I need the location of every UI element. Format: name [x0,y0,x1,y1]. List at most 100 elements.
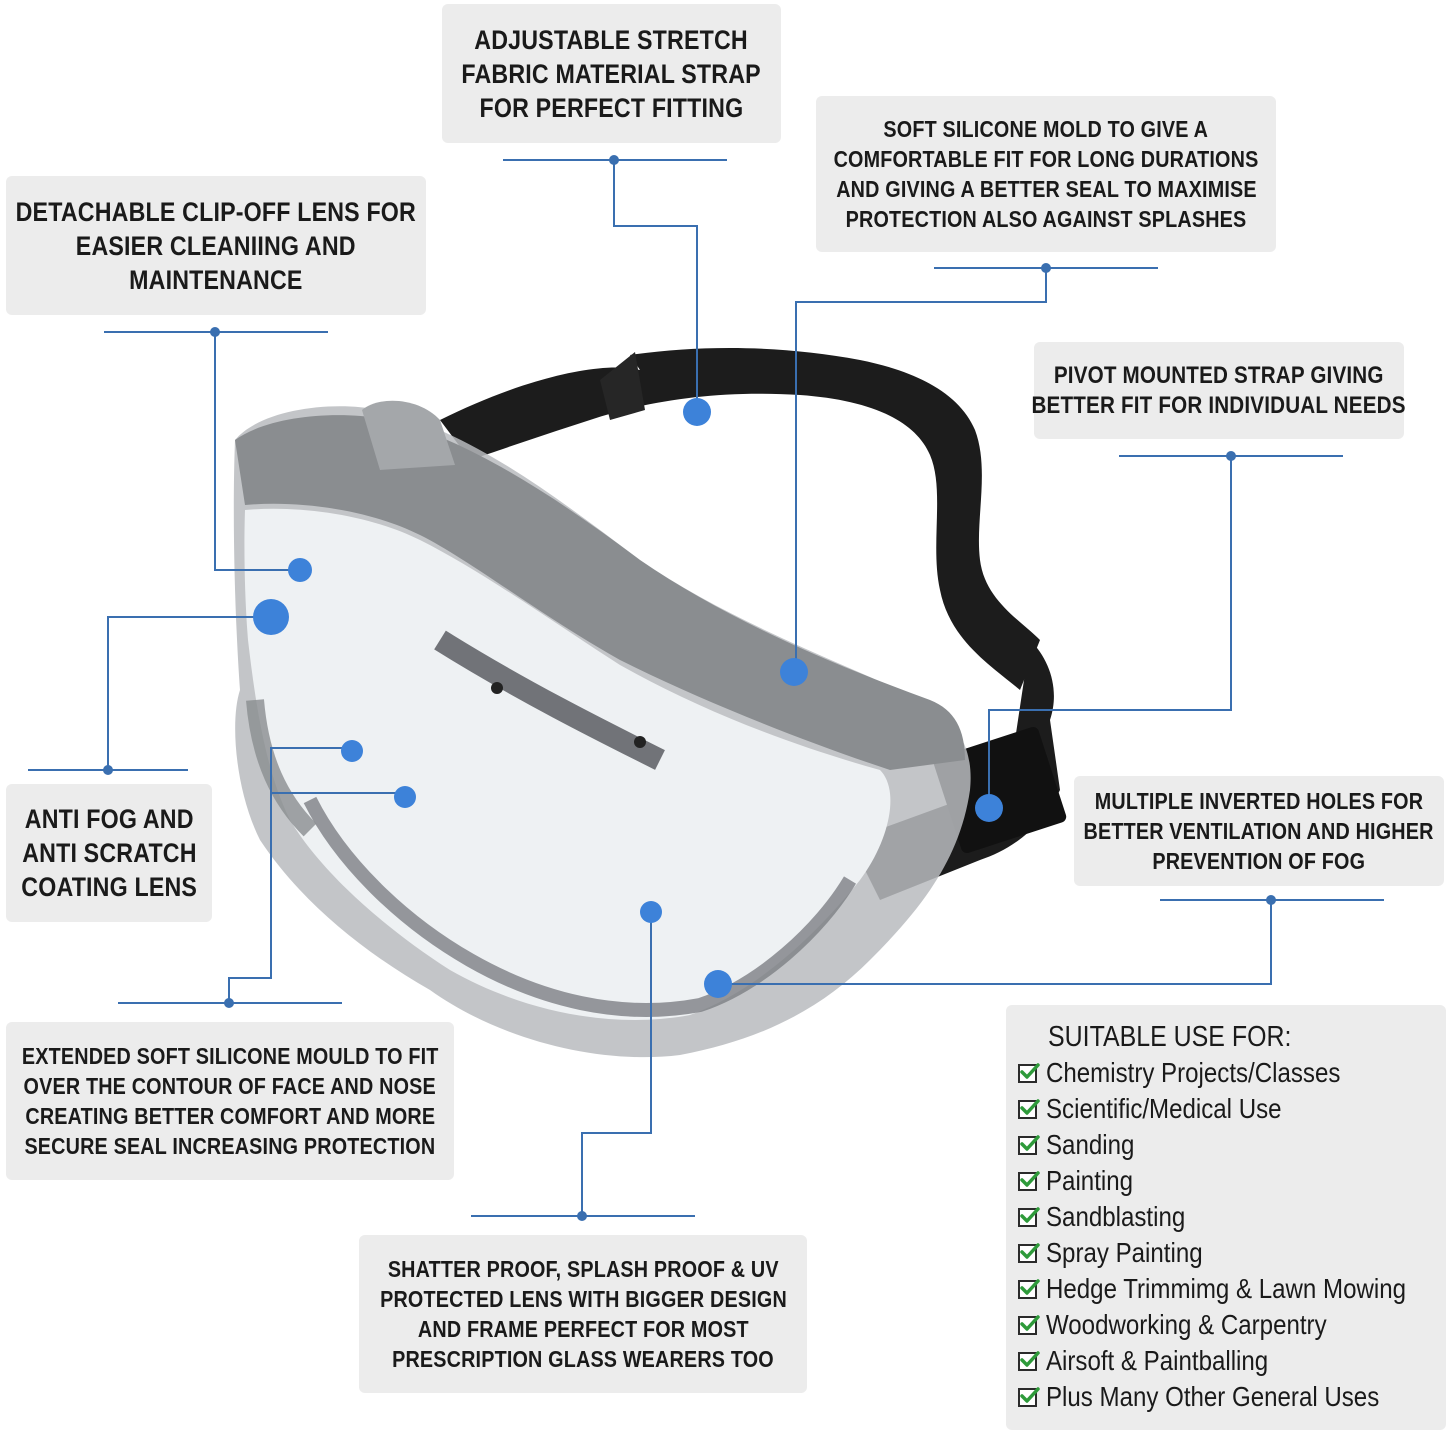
use-item-label: Woodworking & Carpentry [1046,1309,1327,1340]
callout-line: OVER THE CONTOUR OF FACE AND NOSE [23,1073,437,1099]
use-item-label: Spray Painting [1046,1237,1203,1268]
callout-line: COATING LENS [21,872,197,902]
use-item: Plus Many Other General Uses [1018,1379,1446,1415]
checkbox-icon [1018,1062,1040,1083]
callout-anti-fog: ANTI FOG AND ANTI SCRATCH COATING LENS [6,784,212,922]
callout-line: FABRIC MATERIAL STRAP [461,58,762,89]
checkbox-icon [1018,1134,1040,1155]
callout-shatter-proof: SHATTER PROOF, SPLASH PROOF & UV PROTECT… [359,1235,807,1393]
marker-dot [975,794,1003,822]
callout-line: ANTI SCRATCH [21,838,197,868]
use-item: Scientific/Medical Use [1018,1091,1446,1127]
callout-extended-mould: EXTENDED SOFT SILICONE MOULD TO FIT OVER… [6,1022,454,1180]
callout-line: SECURE SEAL INCREASING PROTECTION [24,1133,436,1159]
use-item-label: Chemistry Projects/Classes [1046,1057,1341,1088]
use-item-label: Painting [1046,1165,1134,1196]
anchor-dot [609,155,619,165]
clip-band [434,630,665,770]
anchor-dot [1041,263,1051,273]
callout-line: AND GIVING A BETTER SEAL TO MAXIMISE [835,176,1257,202]
use-item: Sandblasting [1018,1199,1446,1235]
brow-top-ridge [362,400,455,470]
callout-lens-clip: DETACHABLE CLIP-OFF LENS FOR EASIER CLEA… [6,176,426,315]
callout-line: SHATTER PROOF, SPLASH PROOF & UV [387,1256,779,1282]
suitable-uses-title: SUITABLE USE FOR: [1048,1021,1292,1053]
checkbox-icon [1018,1386,1040,1407]
checkbox-icon [1018,1098,1040,1119]
callout-line: ANTI FOG AND [24,804,194,834]
callout-line: BETTER VENTILATION AND HIGHER [1083,818,1435,844]
leader-vent-holes [718,900,1272,985]
callout-line: FOR PERFECT FITTING [479,92,744,123]
checkbox-icon [1018,1242,1040,1263]
callout-strap: ADJUSTABLE STRETCH FABRIC MATERIAL STRAP… [442,4,781,143]
checkbox-icon [1018,1170,1040,1191]
checkbox-icon [1018,1350,1040,1371]
anchor-dot [1226,451,1236,461]
use-item-label: Airsoft & Paintballing [1046,1345,1269,1376]
callout-line: BETTER FIT FOR INDIVIDUAL NEEDS [1031,391,1407,419]
clip-screw [634,736,646,748]
checkbox-icon [1018,1206,1040,1227]
callout-line: CREATING BETTER COMFORT AND MORE [25,1103,435,1129]
callout-silicone-mold: SOFT SILICONE MOLD TO GIVE A COMFORTABLE… [816,96,1276,252]
anchor-dot [224,998,234,1008]
use-item-label: Plus Many Other General Uses [1046,1381,1380,1412]
marker-dot [394,786,416,808]
leader-strap [613,160,698,412]
callout-line: PREVENTION OF FOG [1152,848,1366,874]
marker-dot [683,398,711,426]
callout-line: SOFT SILICONE MOLD TO GIVE A [883,116,1209,142]
callout-line: PROTECTION ALSO AGAINST SPLASHES [845,206,1247,232]
use-item: Chemistry Projects/Classes [1018,1055,1446,1091]
callout-pivot-strap: PIVOT MOUNTED STRAP GIVING BETTER FIT FO… [1031,342,1407,439]
callout-line: DETACHABLE CLIP-OFF LENS FOR [15,196,417,227]
use-item: Woodworking & Carpentry [1018,1307,1446,1343]
checkbox-icon [1018,1278,1040,1299]
use-item: Spray Painting [1018,1235,1446,1271]
suitable-uses-title-row: SUITABLE USE FOR: [1018,1019,1446,1055]
use-item: Airsoft & Paintballing [1018,1343,1446,1379]
clip-screw [491,682,503,694]
callout-line: MAINTENANCE [129,264,303,295]
marker-dot [341,740,363,762]
use-item: Hedge Trimmimg & Lawn Mowing [1018,1271,1446,1307]
anchor-dot [103,765,113,775]
use-item-label: Sanding [1046,1129,1135,1160]
marker-dot [704,970,732,998]
lens-inner-rim [303,796,857,1017]
use-item-label: Sandblasting [1046,1201,1186,1232]
callout-line: EASIER CLEANIING AND [76,230,356,261]
anchor-dot [1266,895,1276,905]
callout-line: PRESCRIPTION GLASS WEARERS TOO [392,1346,774,1372]
leader-lens-clip [214,332,300,571]
callout-line: EXTENDED SOFT SILICONE MOULD TO FIT [21,1043,439,1069]
leader-pivot-strap [988,456,1232,808]
callout-line: MULTIPLE INVERTED HOLES FOR [1094,788,1424,814]
callout-line: COMFORTABLE FIT FOR LONG DURATIONS [833,146,1259,172]
marker-dot [780,658,808,686]
marker-dot [640,901,662,923]
suitable-uses-panel: SUITABLE USE FOR: Chemistry Projects/Cla… [1006,1005,1446,1430]
checkbox-icon [1018,1314,1040,1335]
leader-anti-fog [107,616,270,770]
use-item-label: Hedge Trimmimg & Lawn Mowing [1046,1273,1406,1304]
callout-line: PIVOT MOUNTED STRAP GIVING [1054,361,1384,389]
leader-silicone-mold [795,268,1047,672]
leader-extended-mould [228,747,352,1003]
brow-band [235,415,965,770]
use-item: Painting [1018,1163,1446,1199]
use-item-label: Scientific/Medical Use [1046,1093,1282,1124]
marker-dot [288,558,312,582]
callout-line: ADJUSTABLE STRETCH [474,24,749,55]
clear-lens [244,508,891,1020]
use-item: Sanding [1018,1127,1446,1163]
strap-upper-left [600,352,645,420]
strap-back [440,348,1040,690]
callout-line: AND FRAME PERFECT FOR MOST [417,1316,749,1342]
anchor-dot [210,327,220,337]
callout-vent-holes: MULTIPLE INVERTED HOLES FOR BETTER VENTI… [1074,776,1444,886]
leader-shatter-proof [581,912,652,1216]
